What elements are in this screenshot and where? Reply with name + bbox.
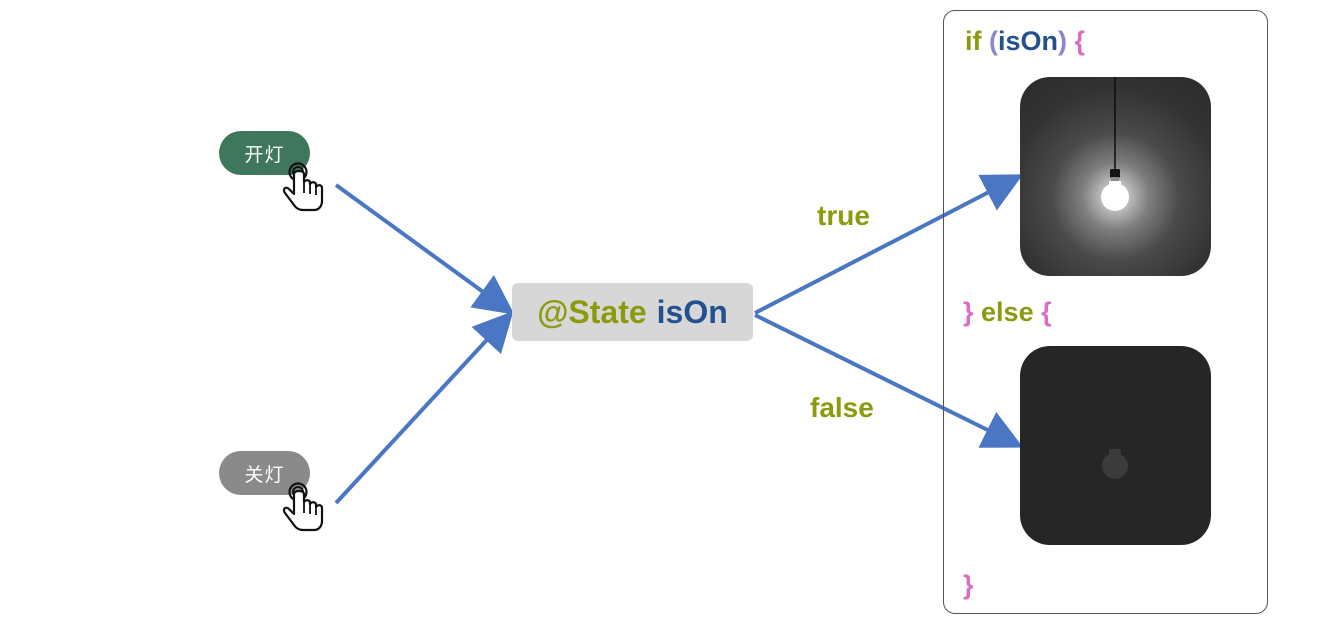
true-branch-label: true bbox=[817, 200, 870, 232]
else-close-brace: } bbox=[963, 570, 974, 600]
if-open-brace: { bbox=[1075, 26, 1086, 56]
arrow-off-to-state bbox=[336, 317, 508, 503]
light-off-button-label: 关灯 bbox=[244, 460, 284, 487]
hand-pointer-icon bbox=[281, 481, 327, 533]
arrow-on-to-state bbox=[336, 185, 508, 310]
lit-bulb-icon bbox=[1020, 77, 1211, 276]
else-close-line: } bbox=[963, 570, 974, 601]
else-keyword: else bbox=[981, 297, 1034, 327]
state-variable-box: @State isOn bbox=[512, 283, 753, 341]
else-open-brace: { bbox=[1041, 297, 1052, 327]
state-variable-name: isOn bbox=[657, 294, 728, 331]
hand-pointer-icon bbox=[281, 161, 327, 213]
state-keyword: @State bbox=[537, 294, 646, 331]
close-paren: ) bbox=[1058, 26, 1067, 56]
if-statement-line: if (isOn) { bbox=[965, 26, 1085, 57]
light-off-tile bbox=[1020, 346, 1211, 545]
light-on-tile bbox=[1020, 77, 1211, 276]
if-close-brace: } bbox=[963, 297, 974, 327]
light-on-button-label: 开灯 bbox=[244, 140, 284, 167]
open-paren: ( bbox=[989, 26, 998, 56]
unlit-bulb-icon bbox=[1020, 346, 1211, 545]
condition-variable: isOn bbox=[998, 26, 1058, 56]
if-keyword: if bbox=[965, 26, 982, 56]
false-branch-label: false bbox=[810, 392, 874, 424]
else-statement-line: } else { bbox=[963, 297, 1052, 328]
